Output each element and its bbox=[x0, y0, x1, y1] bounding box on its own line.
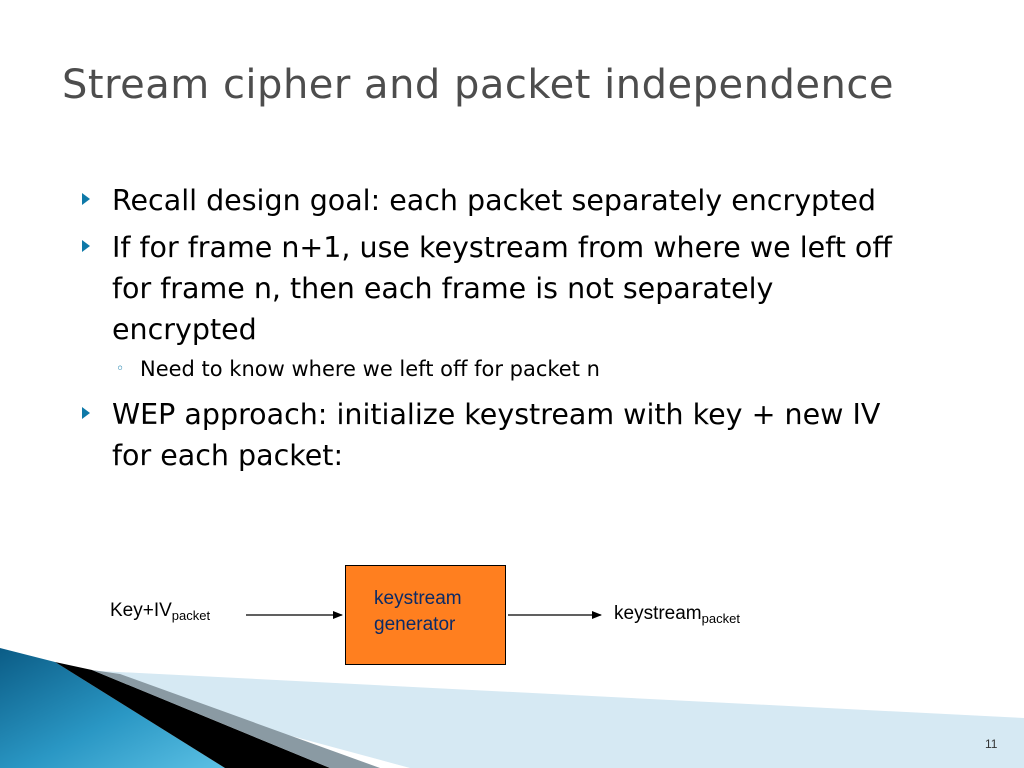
keystream-generator-box: keystream generator bbox=[345, 565, 506, 665]
bullet-text: Recall design goal: each packet separate… bbox=[112, 184, 876, 217]
swoosh-blue-band bbox=[0, 648, 225, 768]
swoosh-light-band bbox=[40, 668, 1024, 768]
keystream-generator-label: keystream generator bbox=[374, 588, 462, 635]
output-label: keystreampacket bbox=[614, 603, 740, 626]
swoosh-grey-band bbox=[92, 670, 380, 768]
triangle-bullet-icon bbox=[82, 407, 90, 419]
input-label: Key+IVpacket bbox=[110, 600, 210, 623]
bullet-text: If for frame n+1, use keystream from whe… bbox=[112, 231, 893, 346]
bullet-list: Recall design goal: each packet separate… bbox=[82, 180, 922, 482]
bullet-item: If for frame n+1, use keystream from whe… bbox=[82, 227, 922, 350]
bullet-text: WEP approach: initialize keystream with … bbox=[112, 398, 881, 472]
circle-bullet-icon: ◦ bbox=[116, 361, 125, 377]
triangle-bullet-icon bbox=[82, 240, 90, 252]
sub-bullet-text: Need to know where we left off for packe… bbox=[140, 357, 600, 381]
bullet-item: Recall design goal: each packet separate… bbox=[82, 180, 922, 221]
swoosh-black-band bbox=[55, 662, 330, 768]
output-label-text: keystream bbox=[614, 603, 702, 624]
input-label-text: Key+IV bbox=[110, 600, 172, 621]
triangle-bullet-icon bbox=[82, 193, 90, 205]
input-label-subscript: packet bbox=[171, 608, 211, 623]
slide-title: Stream cipher and packet independence bbox=[62, 62, 894, 108]
page-number: 11 bbox=[985, 737, 998, 751]
output-label-subscript: packet bbox=[701, 611, 740, 626]
bullet-item: WEP approach: initialize keystream with … bbox=[82, 394, 922, 476]
sub-bullet-item: ◦ Need to know where we left off for pac… bbox=[82, 354, 922, 384]
decorative-swoosh bbox=[0, 648, 1024, 768]
